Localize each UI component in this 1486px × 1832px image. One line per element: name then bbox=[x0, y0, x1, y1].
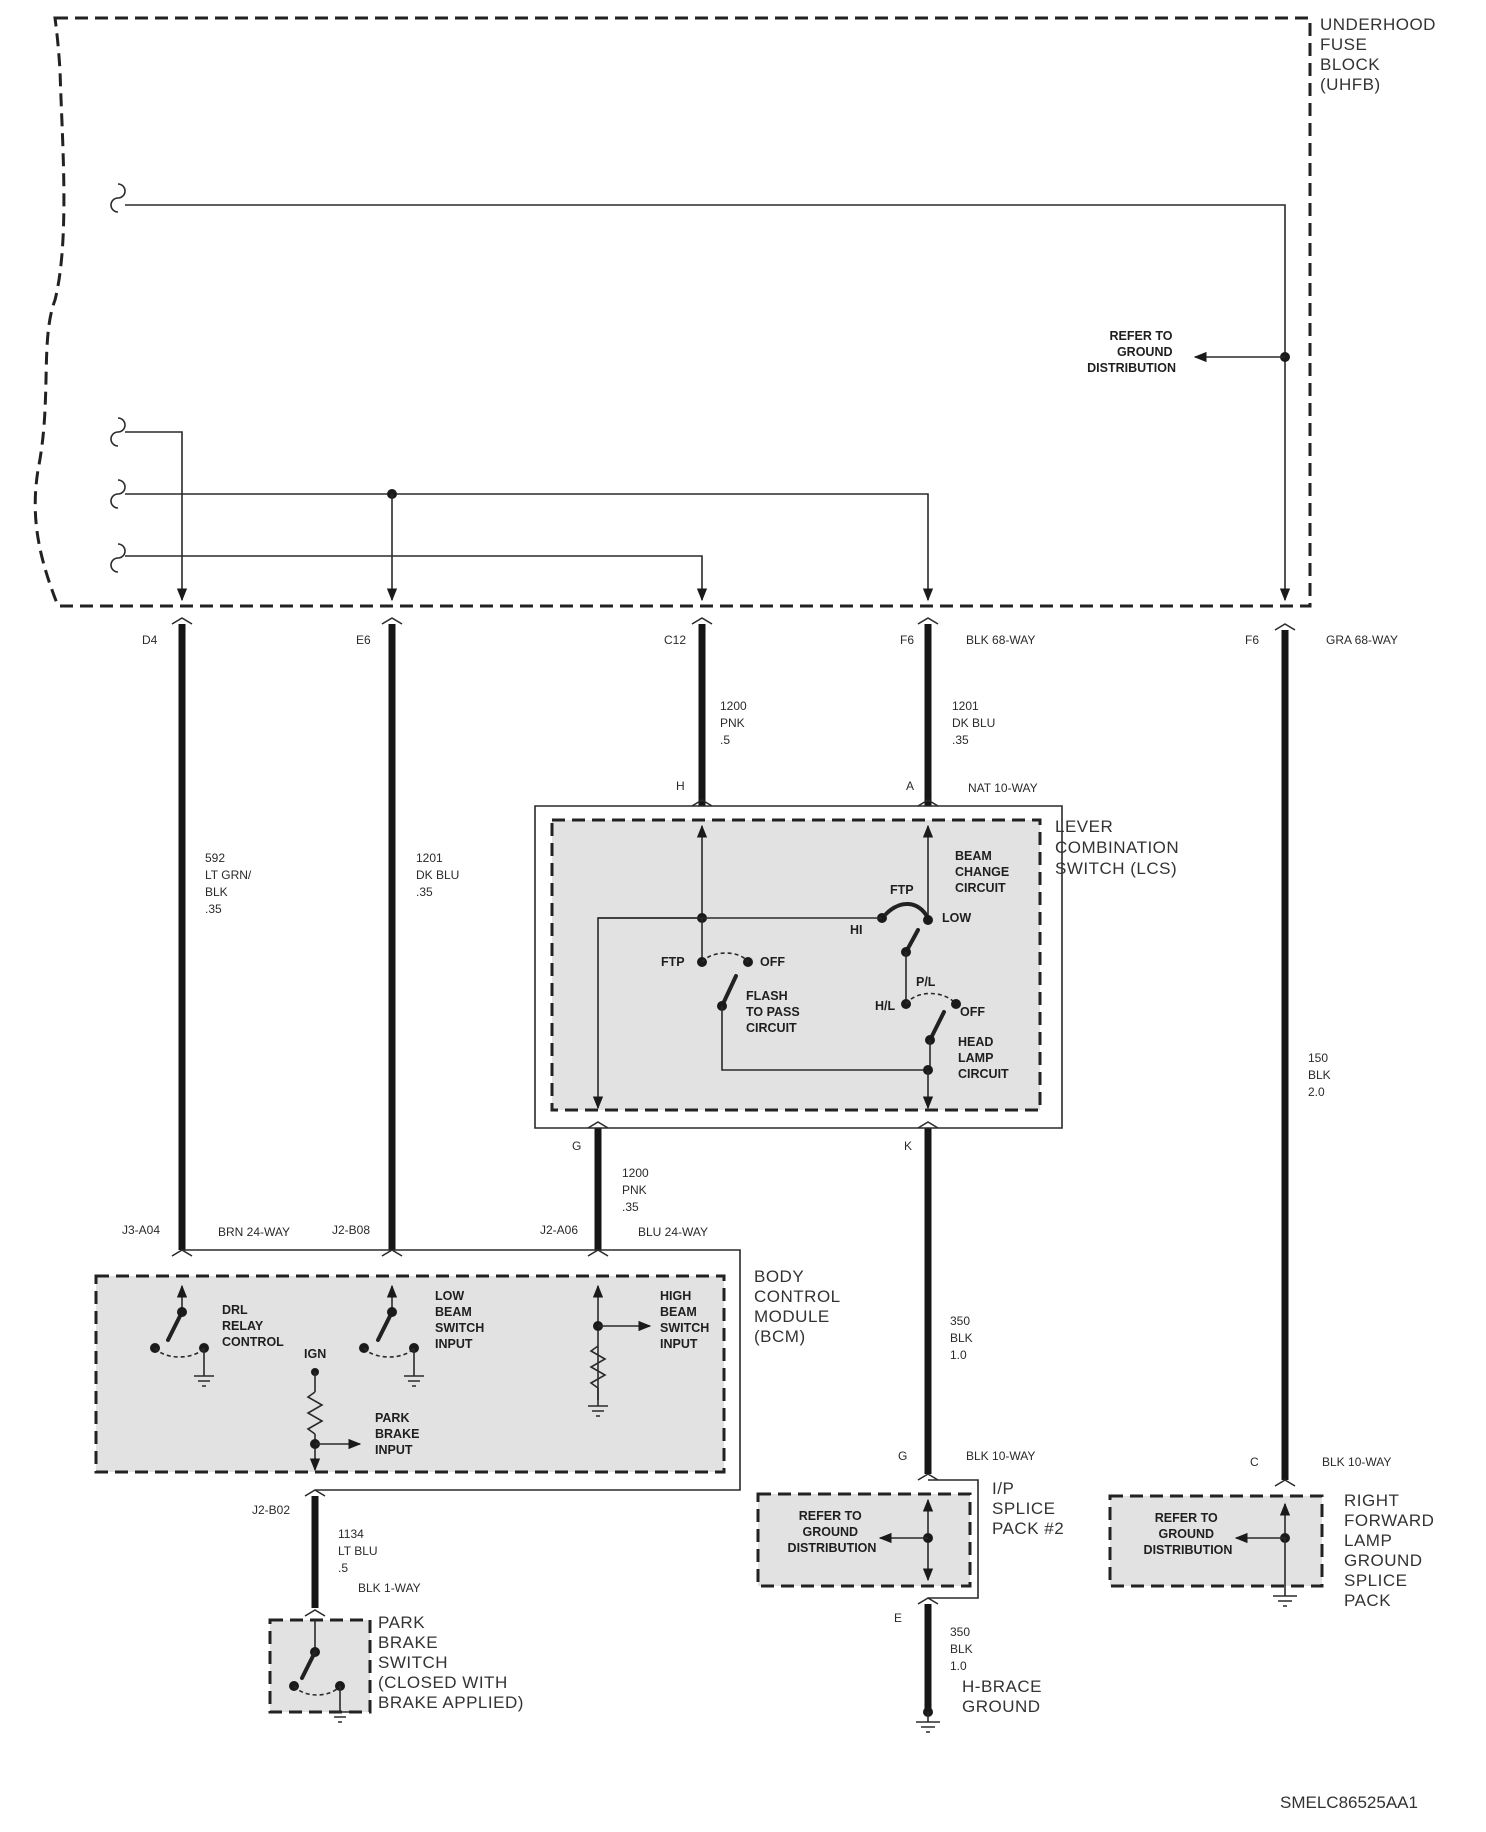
connector-label: BLK 10-WAY bbox=[966, 1449, 1035, 1463]
main-wires bbox=[178, 624, 1289, 1712]
ground-icon bbox=[916, 1712, 940, 1733]
drl-label: DRL RELAY CONTROL bbox=[222, 1303, 284, 1349]
pin-c12: C12 bbox=[664, 633, 686, 647]
rf-splice-box bbox=[1108, 1494, 1324, 1588]
connector-label: BLK 10-WAY bbox=[1322, 1455, 1391, 1469]
park-brake-input-label: PARK BRAKE INPUT bbox=[375, 1411, 423, 1457]
ftp-label: FTP bbox=[661, 955, 685, 969]
ground-icon bbox=[330, 1686, 350, 1723]
uhfb-block: UNDERHOOD FUSE BLOCK (UHFB) REFER TO GRO… bbox=[33, 15, 1441, 608]
pin-j2-b08: J2-B08 bbox=[332, 1223, 370, 1237]
connector-label: BLU 24-WAY bbox=[638, 1225, 708, 1239]
wire-label-1200: 1200 PNK .5 bbox=[720, 699, 750, 747]
wire-label-1201: 1201 DK BLU .35 bbox=[952, 699, 999, 747]
uhfb-title: UNDERHOOD FUSE BLOCK (UHFB) bbox=[1320, 15, 1441, 94]
pin-e6: E6 bbox=[356, 633, 371, 647]
fuse-icon bbox=[110, 479, 126, 509]
low-beam-label: LOW BEAM SWITCH INPUT bbox=[435, 1289, 488, 1351]
wire-label-1200: 1200 PNK .35 bbox=[622, 1166, 652, 1214]
connector-label: BLK 1-WAY bbox=[358, 1581, 421, 1595]
bcm-title: BODY CONTROL MODULE (BCM) bbox=[754, 1267, 845, 1346]
wire-label-1134: 1134 LT BLU .5 bbox=[338, 1527, 381, 1575]
flash-to-pass-label: FLASH TO PASS CIRCUIT bbox=[746, 989, 803, 1035]
head-lamp-label: HEAD LAMP CIRCUIT bbox=[958, 1035, 1009, 1081]
low-label: LOW bbox=[942, 911, 971, 925]
h-brace-label: H-BRACE GROUND bbox=[962, 1677, 1047, 1716]
pl-label: P/L bbox=[916, 975, 936, 989]
ground-icon bbox=[194, 1348, 214, 1387]
connector-label: BRN 24-WAY bbox=[218, 1225, 290, 1239]
top-connector-pins: D4 E6 C12 F6 BLK 68-WAY F6 GRA 68-WAY bbox=[142, 617, 1398, 647]
fuse-icon bbox=[110, 183, 126, 213]
pin-e: E bbox=[894, 1611, 902, 1625]
park-switch-box bbox=[268, 1618, 372, 1714]
ground-icon bbox=[404, 1348, 424, 1387]
wire-label-350: 350 BLK 1.0 bbox=[950, 1625, 976, 1673]
pin-f6: F6 bbox=[1245, 633, 1259, 647]
fuse-icon bbox=[110, 417, 126, 447]
ign-label: IGN bbox=[304, 1347, 326, 1361]
lcs-outline bbox=[534, 805, 1063, 1129]
connector-label: GRA 68-WAY bbox=[1326, 633, 1398, 647]
pin-h: H bbox=[676, 779, 685, 793]
splice2-box bbox=[756, 1492, 972, 1588]
connector-label: BLK 68-WAY bbox=[966, 633, 1035, 647]
pin-a: A bbox=[906, 779, 914, 793]
park-brake-switch: BLK 1-WAY PARK BRAKE SWITCH (CLOSED WITH… bbox=[268, 1581, 524, 1723]
pin-f6: F6 bbox=[900, 633, 914, 647]
pin-c: C bbox=[1250, 1455, 1259, 1469]
document-code: SMELC86525AA1 bbox=[1280, 1793, 1418, 1812]
pin-k: K bbox=[904, 1139, 912, 1153]
high-beam-label: HIGH BEAM SWITCH INPUT bbox=[660, 1289, 713, 1351]
fuse-icon bbox=[110, 543, 126, 573]
wire-label-1201: 1201 DK BLU .35 bbox=[416, 851, 463, 899]
wire-label-592: 592 LT GRN/ BLK .35 bbox=[205, 851, 255, 916]
ftp-label: FTP bbox=[890, 883, 914, 897]
connector-label: NAT 10-WAY bbox=[968, 781, 1038, 795]
lever-combination-switch: H A NAT 10-WAY G K LEVER COMBINATION SWI… bbox=[534, 779, 1184, 1153]
uhfb-ground-ref: REFER TO GROUND DISTRIBUTION bbox=[1087, 329, 1176, 375]
ground-ref: REFER TO GROUND DISTRIBUTION bbox=[788, 1509, 877, 1555]
lcs-box bbox=[550, 818, 1042, 1112]
resistor-icon bbox=[589, 1345, 607, 1389]
pin-g: G bbox=[898, 1449, 907, 1463]
rf-splice-title: RIGHT FORWARD LAMP GROUND SPLICE PACK bbox=[1344, 1491, 1440, 1610]
bcm-box bbox=[94, 1274, 726, 1474]
wire-label-350: 350 BLK 1.0 bbox=[950, 1314, 976, 1362]
resistor-icon bbox=[306, 1391, 324, 1435]
pin-j3-a04: J3-A04 bbox=[122, 1223, 160, 1237]
c12-feed-line bbox=[125, 555, 708, 602]
hi-label: HI bbox=[850, 923, 863, 937]
beam-change-label: BEAM CHANGE CIRCUIT bbox=[955, 849, 1013, 895]
hl-label: H/L bbox=[875, 999, 896, 1013]
ground-ref: REFER TO GROUND DISTRIBUTION bbox=[1144, 1511, 1233, 1557]
lcs-title: LEVER COMBINATION SWITCH (LCS) bbox=[1055, 817, 1184, 878]
splice2-title: I/P SPLICE PACK #2 bbox=[992, 1479, 1064, 1538]
park-switch-title: PARK BRAKE SWITCH (CLOSED WITH BRAKE APP… bbox=[378, 1613, 524, 1712]
f6-feed-line bbox=[125, 493, 934, 602]
bcm-outline bbox=[182, 1249, 741, 1491]
off-label: OFF bbox=[960, 1005, 985, 1019]
uhfb-bus-line bbox=[125, 204, 1291, 602]
pin-g: G bbox=[572, 1139, 581, 1153]
ground-icon bbox=[1273, 1538, 1297, 1607]
pin-d4: D4 bbox=[142, 633, 158, 647]
h-brace-ground: H-BRACE GROUND bbox=[916, 1677, 1047, 1733]
off-label: OFF bbox=[760, 955, 785, 969]
ip-splice-pack-2: G BLK 10-WAY E REFER TO GROUND DISTRIBUT… bbox=[756, 1449, 1064, 1625]
wire-label-150: 150 BLK 2.0 bbox=[1308, 1051, 1334, 1099]
d4-feed-line bbox=[125, 431, 188, 602]
pin-j2-a06: J2-A06 bbox=[540, 1223, 578, 1237]
body-control-module: J3-A04 BRN 24-WAY J2-B08 J2-A06 BLU 24-W… bbox=[94, 1223, 845, 1517]
rf-lamp-splice-pack: C BLK 10-WAY REFER TO GROUND DISTRIBUTIO… bbox=[1108, 1455, 1440, 1610]
ground-icon bbox=[588, 1388, 608, 1417]
pin-j2-b02: J2-B02 bbox=[252, 1503, 290, 1517]
